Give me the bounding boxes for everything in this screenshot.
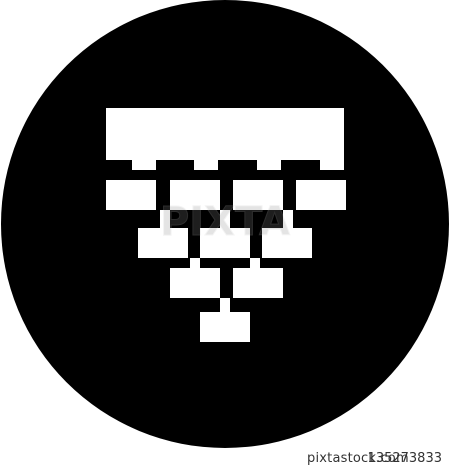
watermark: PIXTA (159, 199, 290, 246)
row2-block-3 (262, 228, 312, 258)
row2-block-1 (138, 228, 188, 258)
row1-block-2 (170, 180, 220, 210)
row1-block-1 (106, 180, 156, 210)
asset-id-label: 135273833 (367, 451, 442, 466)
row3-block-1 (170, 268, 220, 298)
brand-label: pixtastock.com (307, 451, 409, 466)
watermark-text: PIXTA (160, 199, 290, 245)
row1-block-3 (233, 180, 283, 210)
top-block (106, 108, 344, 160)
org-chart-glyph (106, 108, 346, 342)
footer-bar: pixtastock.com 135273833 (0, 449, 450, 469)
row2-block-2 (200, 228, 250, 258)
row3-block-2 (233, 268, 283, 298)
row1-block-4 (296, 180, 346, 210)
bottom-block (200, 312, 250, 342)
